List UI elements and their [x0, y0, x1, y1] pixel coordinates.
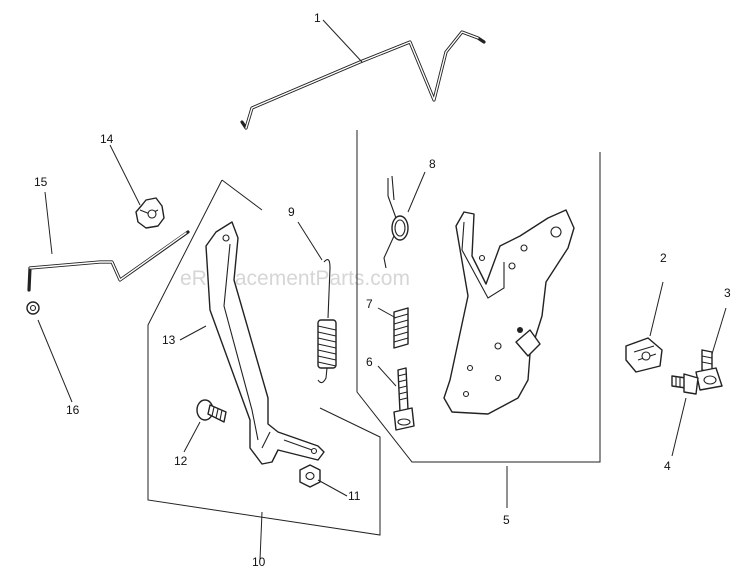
part-9-spring [317, 259, 337, 384]
callout-2: 2 [660, 251, 667, 265]
part-1-throttle-rod [240, 30, 486, 130]
part-4-bolt [671, 373, 699, 395]
callout-3: 3 [724, 286, 731, 300]
part-6-screw [393, 367, 415, 431]
callout-7: 7 [366, 297, 373, 311]
callout-14: 14 [100, 132, 114, 146]
callout-6: 6 [366, 355, 373, 369]
callout-11: 11 [348, 489, 361, 503]
part-8-torsion-spring [383, 175, 409, 269]
part-14-clip [135, 197, 165, 229]
part-3-bolt [695, 349, 723, 391]
leader-lines [37, 19, 727, 561]
callout-4: 4 [664, 459, 671, 473]
callout-5: 5 [503, 513, 510, 527]
watermark: eReplacementParts.com [180, 267, 410, 290]
part-16-nut [26, 301, 40, 315]
callout-15: 15 [34, 175, 48, 189]
callout-12: 12 [174, 454, 188, 468]
callout-10: 10 [252, 555, 266, 569]
callout-8: 8 [429, 157, 436, 171]
part-13-lever [205, 221, 325, 465]
callout-1: 1 [314, 11, 321, 25]
part-2-clip [625, 337, 663, 373]
part-12-bolt [196, 399, 227, 423]
part-15-governor-rod [27, 230, 190, 292]
callout-16: 16 [66, 403, 80, 417]
group-10-frame [147, 179, 381, 536]
group-5-frame [356, 130, 601, 463]
callout-9: 9 [288, 205, 295, 219]
part-11-nut [299, 464, 321, 488]
part-5-bracket [443, 209, 575, 415]
callout-13: 13 [162, 333, 176, 347]
part-7-spring [393, 307, 409, 349]
